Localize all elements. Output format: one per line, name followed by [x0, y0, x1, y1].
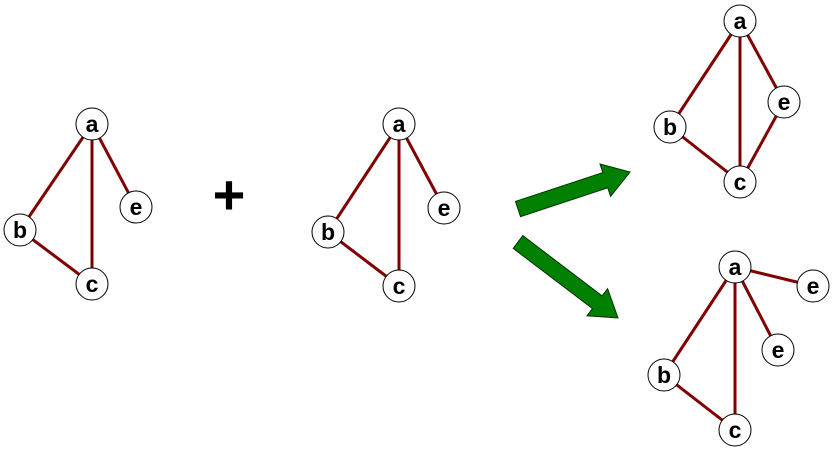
- node-e2: e: [761, 333, 795, 367]
- node-c: c: [723, 165, 757, 199]
- node-b: b: [653, 110, 687, 144]
- graphs-layer: a b c e a b c e a b c e a b c e e: [3, 4, 830, 447]
- node-label: c: [729, 417, 742, 443]
- node-circle: [767, 85, 801, 119]
- node-circle: [761, 333, 795, 367]
- node-label: e: [438, 195, 451, 221]
- node-label: c: [734, 169, 747, 195]
- node-label: e: [130, 194, 143, 220]
- graph-g2: a b c e: [311, 107, 461, 303]
- node-a: a: [723, 4, 757, 38]
- node-label: e: [772, 337, 785, 363]
- node-label: b: [13, 217, 27, 243]
- node-a: a: [718, 250, 752, 284]
- node-c: c: [718, 413, 752, 447]
- node-b: b: [647, 358, 681, 392]
- node-e1: e: [796, 269, 830, 303]
- node-circle: [718, 413, 752, 447]
- node-circle: [382, 107, 416, 141]
- edge-a-b: [326, 123, 401, 233]
- node-label: e: [807, 273, 820, 299]
- node-circle: [382, 269, 416, 303]
- node-circle: [75, 107, 109, 141]
- arrow-to-separate-icon: [512, 234, 619, 319]
- node-label: e: [778, 89, 791, 115]
- arrow-to-merged-icon: [514, 163, 631, 218]
- graph-result-separate: a b c e e: [647, 250, 830, 447]
- node-label: b: [663, 114, 677, 140]
- edge-a-b: [668, 20, 742, 128]
- graph-result-merged: a b c e: [653, 4, 801, 199]
- plus-operator: +: [213, 163, 246, 226]
- node-a: a: [75, 107, 109, 141]
- node-label: c: [86, 271, 99, 297]
- node-circle: [718, 250, 752, 284]
- node-label: b: [657, 362, 671, 388]
- node-e: e: [767, 85, 801, 119]
- node-circle: [311, 215, 345, 249]
- node-e: e: [427, 191, 461, 225]
- node-label: a: [734, 8, 747, 34]
- node-label: a: [729, 254, 742, 280]
- node-a: a: [382, 107, 416, 141]
- node-circle: [723, 4, 757, 38]
- node-c: c: [75, 267, 109, 301]
- node-circle: [723, 165, 757, 199]
- node-b: b: [311, 215, 345, 249]
- node-circle: [3, 213, 37, 247]
- node-label: a: [393, 111, 406, 137]
- graph-g1: a b c e: [3, 107, 153, 301]
- node-circle: [796, 269, 830, 303]
- node-label: c: [393, 273, 406, 299]
- node-circle: [653, 110, 687, 144]
- node-label: b: [321, 219, 335, 245]
- edge-a-b: [662, 266, 737, 376]
- node-label: a: [86, 111, 99, 137]
- node-b: b: [3, 213, 37, 247]
- node-circle: [75, 267, 109, 301]
- edge-a-b: [18, 123, 94, 231]
- node-circle: [647, 358, 681, 392]
- node-circle: [119, 190, 153, 224]
- arrows-layer: [512, 163, 631, 319]
- node-c: c: [382, 269, 416, 303]
- node-circle: [427, 191, 461, 225]
- node-e: e: [119, 190, 153, 224]
